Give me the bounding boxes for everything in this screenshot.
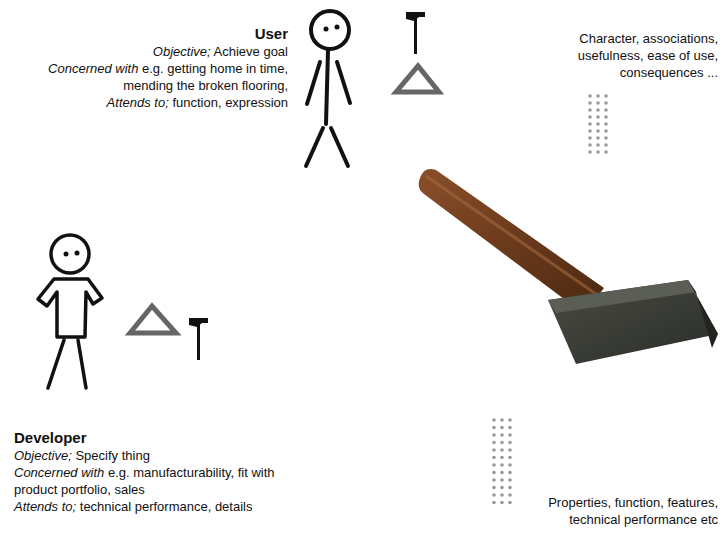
dot xyxy=(508,456,512,460)
dot xyxy=(492,441,496,445)
dot xyxy=(596,129,600,133)
dot xyxy=(492,433,496,437)
developer-qualities: Properties, function, features, technica… xyxy=(498,494,718,528)
dot xyxy=(588,108,592,112)
dot xyxy=(596,94,600,98)
dot xyxy=(500,426,504,430)
note-text: Attends to; function, expression xyxy=(48,94,288,111)
dot xyxy=(508,463,512,467)
eye xyxy=(75,251,80,256)
dot xyxy=(604,115,608,119)
dot xyxy=(508,478,512,482)
role-heading: User xyxy=(48,24,288,43)
dot xyxy=(588,122,592,126)
dotted-leader xyxy=(492,418,512,504)
eye xyxy=(335,25,340,30)
note-text: Attends to; technical performance, detai… xyxy=(14,498,304,515)
dot xyxy=(588,129,592,133)
dot xyxy=(492,418,496,422)
dot xyxy=(500,418,504,422)
dot xyxy=(508,501,512,505)
dot xyxy=(500,448,504,452)
user-figure xyxy=(306,11,350,166)
dot xyxy=(492,493,496,497)
dot xyxy=(500,471,504,475)
developer-figure xyxy=(38,235,102,388)
dot xyxy=(508,441,512,445)
dot xyxy=(588,143,592,147)
dot xyxy=(596,136,600,140)
note-text: Concerned with e.g. getting home in time… xyxy=(48,60,288,94)
dot xyxy=(492,486,496,490)
triangle-symbol xyxy=(396,66,439,92)
dot xyxy=(500,493,504,497)
dot xyxy=(596,122,600,126)
dot xyxy=(500,486,504,490)
user-notes: UserObjective; Achieve goalConcerned wit… xyxy=(48,24,288,111)
dot xyxy=(500,441,504,445)
dot xyxy=(604,136,608,140)
triangle-symbol xyxy=(130,306,176,333)
dot xyxy=(508,448,512,452)
note-text: Concerned with e.g. manufacturability, f… xyxy=(14,464,304,498)
dot xyxy=(604,129,608,133)
dot xyxy=(492,426,496,430)
dot xyxy=(604,108,608,112)
dot xyxy=(500,501,504,505)
eye xyxy=(64,252,69,257)
dot xyxy=(588,136,592,140)
dot xyxy=(596,101,600,105)
dot xyxy=(596,115,600,119)
dot xyxy=(588,115,592,119)
hammer-photo xyxy=(419,169,718,364)
dot xyxy=(604,122,608,126)
dot xyxy=(500,433,504,437)
dot xyxy=(588,94,592,98)
dot xyxy=(588,101,592,105)
dot xyxy=(508,493,512,497)
note-text: Properties, function, features, technica… xyxy=(498,494,718,528)
note-text: Objective; Specify thing xyxy=(14,447,304,464)
dot xyxy=(492,501,496,505)
dotted-leader xyxy=(588,94,608,154)
dot xyxy=(604,101,608,105)
eye xyxy=(324,27,329,32)
hammer-symbol xyxy=(406,12,425,54)
dot xyxy=(492,478,496,482)
dot xyxy=(508,486,512,490)
dot xyxy=(596,108,600,112)
dot xyxy=(508,471,512,475)
dot xyxy=(604,94,608,98)
dot xyxy=(492,448,496,452)
dot xyxy=(508,433,512,437)
dot xyxy=(596,150,600,154)
dot xyxy=(492,471,496,475)
dot xyxy=(500,463,504,467)
dot xyxy=(596,143,600,147)
dot xyxy=(492,463,496,467)
note-text: Character, associations, usefulness, eas… xyxy=(550,30,718,81)
dot xyxy=(604,143,608,147)
dot xyxy=(492,456,496,460)
role-heading: Developer xyxy=(14,428,304,447)
note-text: Objective; Achieve goal xyxy=(48,43,288,60)
hammer-symbol xyxy=(189,318,208,360)
user-qualities: Character, associations, usefulness, eas… xyxy=(550,30,718,81)
dot xyxy=(500,456,504,460)
dot xyxy=(508,418,512,422)
dot xyxy=(604,150,608,154)
developer-notes: DeveloperObjective; Specify thingConcern… xyxy=(14,428,304,515)
dot xyxy=(508,426,512,430)
dot xyxy=(588,150,592,154)
dot xyxy=(500,478,504,482)
